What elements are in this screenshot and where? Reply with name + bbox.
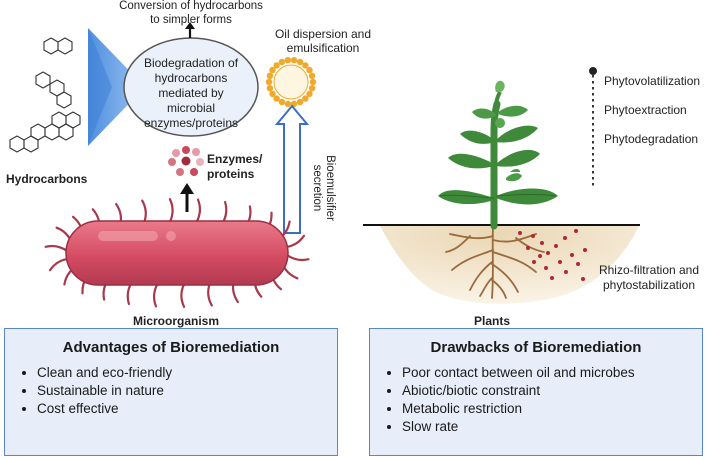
advantages-title: Advantages of Bioremediation <box>62 339 280 356</box>
bioemulsifier-label: Bioemulsifier secretion <box>310 155 336 221</box>
phytodegradation-label: Phytodegradation <box>604 132 699 146</box>
drawbacks-item: Slow rate <box>402 418 690 436</box>
advantages-item: Clean and eco-friendly <box>37 364 325 382</box>
bacterium-icon <box>44 198 310 308</box>
up-arrow-icon <box>185 22 195 38</box>
advantages-item: Sustainable in nature <box>37 382 325 400</box>
soil-ground <box>363 224 640 304</box>
advantages-list: Clean and eco-friendly Sustainable in na… <box>17 364 325 418</box>
plant-roots-icon <box>445 225 545 299</box>
drawbacks-title: Drawbacks of Bioremediation <box>430 339 642 356</box>
hydrocarbons-label: Hydrocarbons <box>6 172 88 186</box>
drawbacks-item: Metabolic restriction <box>402 400 690 418</box>
enzyme-particles-icon <box>168 146 204 176</box>
biodegradation-label: Biodegradation of hydrocarbons mediated … <box>143 56 239 130</box>
hydrocarbon-molecules-icon <box>9 37 81 153</box>
drawbacks-item: Abiotic/biotic constraint <box>402 382 690 400</box>
bioemulsifier-arrow-icon <box>274 104 310 234</box>
advantages-item: Cost effective <box>37 400 325 418</box>
conversion-arrow-triangle <box>88 28 145 146</box>
drawbacks-box: Drawbacks of Bioremediation Poor contact… <box>369 328 703 456</box>
phytovolatilization-label: Phytovolatilization <box>604 74 701 88</box>
soil-particles-icon <box>518 229 587 281</box>
plants-label: Plants <box>474 314 511 328</box>
drawbacks-item: Poor contact between oil and microbes <box>402 364 690 382</box>
enzyme-secretion-arrow-icon <box>180 183 194 212</box>
plant-icon <box>438 80 558 230</box>
drawbacks-list: Poor contact between oil and microbes Ab… <box>382 364 690 436</box>
micelle-icon <box>265 57 317 108</box>
phytoextraction-label: Phytoextraction <box>604 103 687 117</box>
conversion-label: Conversion of hydrocarbons to simpler fo… <box>119 0 263 26</box>
oil-dispersion-label: Oil dispersion and emulsification <box>274 27 372 56</box>
rhizo-label: Rhizo-filtration and phytostabilization <box>598 263 700 292</box>
microorganism-label: Microorganism <box>133 314 220 328</box>
advantages-box: Advantages of Bioremediation Clean and e… <box>4 328 338 456</box>
enzymes-label: Enzymes/ proteins <box>207 152 263 181</box>
phyto-dotted-line <box>589 67 597 186</box>
